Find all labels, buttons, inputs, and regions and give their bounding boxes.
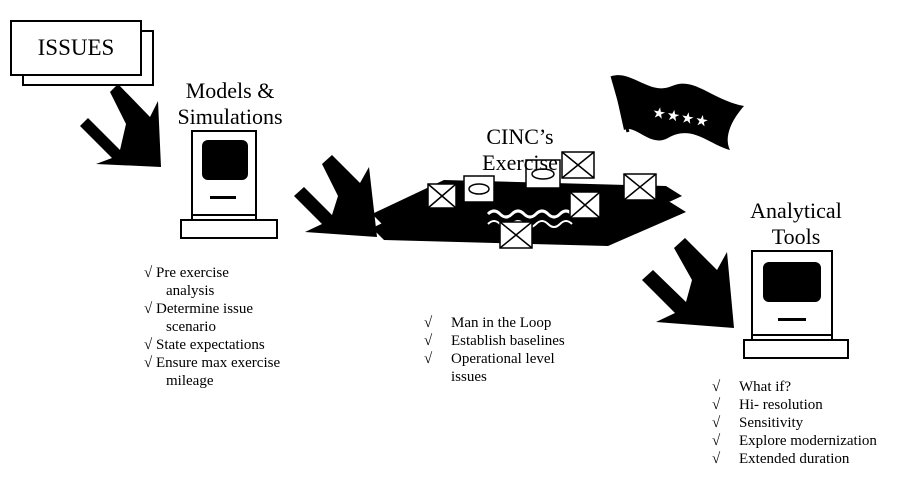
- checklist-item: √ Sensitivity: [712, 414, 917, 432]
- checklist-item: √ Man in the Loop: [424, 314, 624, 332]
- models-title: Models & Simulations: [170, 78, 290, 130]
- checklist-item-text: Hi- resolution: [739, 397, 823, 413]
- checkmark-icon: √: [424, 351, 433, 367]
- analytical-checklist: √ What if? √ Hi- resolution √ Sensitivity √…: [712, 378, 917, 468]
- flow-arrow-exercise-to-analytical: [642, 238, 734, 328]
- checkmark-icon: √: [712, 397, 721, 413]
- checklist-item-text: Explore modernization: [739, 433, 877, 449]
- checklist-item-text: Determine issue: [156, 301, 254, 317]
- checklist-item: √ Establish baselines: [424, 332, 624, 350]
- checkmark-icon: √: [712, 433, 721, 449]
- checklist-item-text: Extended duration: [739, 451, 850, 467]
- checklist-item-text: Sensitivity: [739, 415, 804, 431]
- exercise-title-line1: CINC’s: [486, 124, 554, 149]
- analytical-title: Analytical Tools: [736, 198, 856, 250]
- flag-icon: [610, 75, 744, 150]
- issues-box: ISSUES: [10, 20, 154, 86]
- exercise-board-icon: [372, 151, 686, 249]
- checkmark-icon: √: [144, 337, 153, 353]
- checklist-item-text: What if?: [739, 379, 792, 395]
- flow-arrow-models-to-exercise: [294, 155, 377, 237]
- checklist-item-text: analysis: [166, 283, 215, 299]
- checklist-item: √Determine issue scenario: [144, 300, 344, 336]
- computer-icon-analytical: [743, 250, 849, 359]
- checklist-item-text: State expectations: [156, 337, 265, 353]
- models-title-line1: Models &: [185, 78, 275, 103]
- checklist-item: √ Explore modernization: [712, 432, 917, 450]
- flow-arrow-issues-to-models: [80, 84, 161, 167]
- checklist-item: √ What if?: [712, 378, 917, 396]
- checklist-item-text: Ensure max exercise: [156, 355, 281, 371]
- checklist-item-text: mileage: [166, 373, 214, 389]
- models-title-line2: Simulations: [177, 104, 283, 129]
- checkmark-icon: √: [144, 355, 153, 371]
- checkmark-icon: √: [712, 379, 721, 395]
- analytical-title-line1: Analytical: [750, 198, 842, 223]
- exercise-title: CINC’s Exercise: [460, 124, 580, 176]
- checklist-item: √Pre exercise analysis: [144, 264, 344, 300]
- checklist-item: √Ensure max exercise mileage: [144, 354, 344, 390]
- checkmark-icon: √: [712, 451, 721, 467]
- checkmark-icon: √: [712, 415, 721, 431]
- checklist-item-text: issues: [451, 369, 487, 385]
- checklist-item: √State expectations: [144, 336, 344, 354]
- checkmark-icon: √: [424, 333, 433, 349]
- checklist-item-text: Operational level: [451, 351, 555, 367]
- checklist-item: √ Hi- resolution: [712, 396, 917, 414]
- checkmark-icon: √: [424, 315, 433, 331]
- checklist-item-text: scenario: [166, 319, 216, 335]
- checklist-item: √ Extended duration: [712, 450, 917, 468]
- analytical-title-line2: Tools: [771, 224, 821, 249]
- checkmark-icon: √: [144, 265, 153, 281]
- exercise-checklist: √ Man in the Loop √ Establish baselines √ O…: [424, 314, 624, 386]
- issues-label: ISSUES: [10, 20, 142, 76]
- checklist-item-text: Man in the Loop: [451, 315, 552, 331]
- exercise-title-line2: Exercise: [482, 150, 558, 175]
- checklist-item-text: Pre exercise: [156, 265, 229, 281]
- checklist-item-text: Establish baselines: [451, 333, 565, 349]
- checklist-item: √ Operational level issues: [424, 350, 624, 386]
- computer-icon-models: [180, 130, 278, 239]
- checkmark-icon: √: [144, 301, 153, 317]
